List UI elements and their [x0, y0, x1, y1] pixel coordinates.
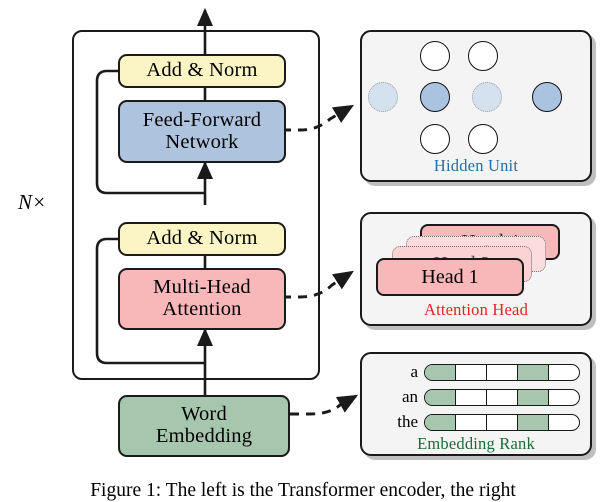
hidden-unit-input-node [468, 124, 498, 154]
block-multi-head-attention[interactable]: Multi-Head Attention [118, 268, 286, 330]
hidden-unit-hidden-node-active [420, 82, 450, 112]
hidden-unit-output-node [468, 41, 498, 71]
embedding-rank-cell [425, 389, 456, 405]
attention-head-1-label: Head 1 [421, 265, 479, 288]
block-add-norm-bottom-label: Add & Norm [146, 227, 258, 250]
panel-hidden-unit-caption: Hidden Unit [433, 156, 519, 175]
embedding-rank-cell [456, 364, 487, 380]
embedding-rank-cell [549, 365, 579, 380]
encoder-repeat-label: N× [18, 190, 47, 214]
hidden-unit-output-node [420, 41, 450, 71]
embedding-rank-cell [549, 390, 579, 405]
embedding-rank-row: an [380, 387, 580, 407]
embedding-rank-bar [424, 413, 580, 431]
embedding-rank-row-word: an [401, 387, 418, 406]
block-add-norm-bottom[interactable]: Add & Norm [118, 222, 286, 256]
hidden-unit-hidden-node-dropped [368, 82, 398, 112]
embedding-rank-cell [456, 389, 487, 405]
block-add-norm-top-label: Add & Norm [146, 59, 258, 82]
encoder-repeat-frame [72, 30, 320, 380]
attention-head-1[interactable]: Head 1 [376, 258, 524, 296]
panel-hidden-unit: Hidden Unit [360, 30, 592, 182]
embedding-rank-cell [456, 414, 487, 430]
embedding-rank-cell [518, 364, 549, 380]
block-word-embedding-label-line1: Word [181, 403, 227, 426]
embedding-rank-cell [518, 414, 549, 430]
block-multi-head-attention-label-line2: Attention [162, 298, 242, 320]
panel-attention-head: Head 4 Head 3 Head 2 Head 1 Attention He… [360, 212, 592, 326]
hidden-unit-hidden-node-dropped [472, 82, 502, 112]
embedding-rank-cell [487, 389, 518, 405]
embedding-rank-row-word: a [410, 362, 418, 381]
block-multi-head-attention-label-line1: Multi-Head [153, 276, 251, 299]
embedding-rank-cell [425, 364, 456, 380]
embedding-rank-cell [425, 414, 456, 430]
embedding-rank-row: the [380, 412, 580, 432]
hidden-unit-input-node [420, 124, 450, 154]
block-word-embedding-label-line2: Embedding [155, 425, 253, 447]
embedding-rank-bar [424, 363, 580, 381]
embedding-rank-bar [424, 388, 580, 406]
panel-embedding-rank-caption: Embedding Rank [417, 434, 535, 453]
figure-caption: Figure 1: The left is the Transformer en… [90, 480, 516, 501]
block-add-norm-top[interactable]: Add & Norm [118, 54, 286, 88]
hidden-unit-hidden-node-active [532, 82, 562, 112]
embedding-rank-cell [487, 364, 518, 380]
embedding-rank-cell [518, 389, 549, 405]
embedding-rank-row: a [380, 362, 580, 382]
block-feed-forward-network-label-line2: Network [165, 130, 239, 153]
panel-attention-head-caption: Attention Head [423, 300, 529, 319]
block-word-embedding[interactable]: Word Embedding [118, 395, 290, 457]
embedding-rank-cell [487, 414, 518, 430]
embedding-rank-row-word: the [397, 412, 418, 431]
block-feed-forward-network[interactable]: Feed-Forward Network [118, 100, 286, 163]
embedding-rank-cell [549, 415, 579, 430]
panel-embedding-rank: a an the [360, 352, 592, 456]
block-feed-forward-network-label-line1: Feed-Forward [142, 108, 262, 131]
